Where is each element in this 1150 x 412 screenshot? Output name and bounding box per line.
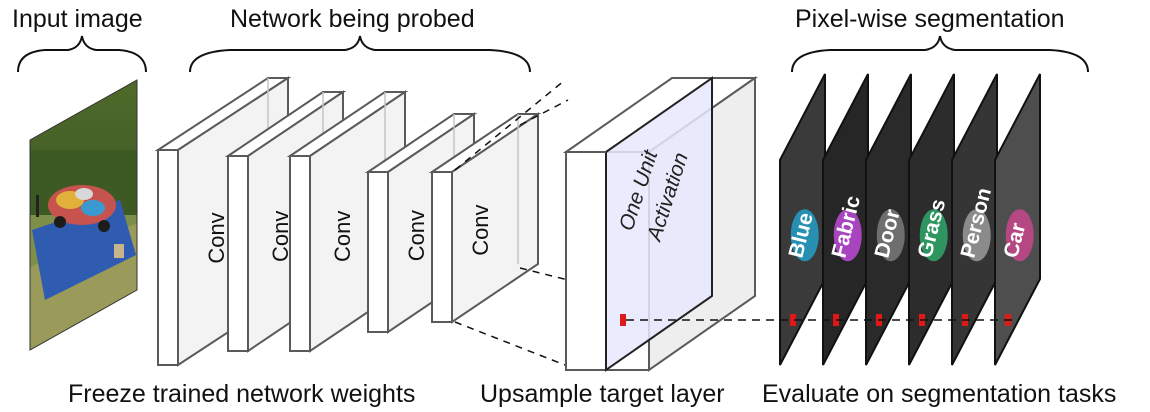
slice-segment-region [1005, 209, 1034, 262]
conv-layer-front [157, 149, 179, 366]
slice-segment-region [962, 209, 991, 262]
header-network: Network being probed [230, 5, 475, 33]
slice-segment-region [833, 209, 862, 262]
conv-layer-label: Conv [404, 210, 429, 261]
conv-layer-3: Conv [286, 90, 409, 353]
conv-layer-label: Conv [330, 211, 355, 262]
segmentation-slice-fabric: Fabric [822, 73, 869, 366]
segmentation-slice-blue: Blue [779, 73, 826, 366]
conv-layers: Conv Conv Conv Conv Conv [154, 76, 542, 367]
input-image [29, 79, 138, 351]
upsampled-activation-box: One Unit Activation [562, 76, 759, 372]
brace-input [17, 35, 147, 73]
header-input-image: Input image [12, 5, 143, 33]
caption-evaluate: Evaluate on segmentation tasks [762, 380, 1116, 408]
caption-freeze: Freeze trained network weights [68, 380, 415, 408]
conv-layer-front [367, 171, 389, 333]
upsample-projection-lines [454, 79, 569, 366]
caption-upsample: Upsample target layer [480, 380, 725, 408]
slice-segment-region [919, 209, 948, 262]
segmentation-slice-person: Person [951, 73, 998, 366]
slice-marker [790, 314, 796, 326]
conv-layer-5: Conv [428, 112, 542, 324]
segmentation-slice-car: Car [994, 73, 1041, 366]
slice-segment-region [876, 209, 905, 262]
conv-layer-front [289, 155, 311, 352]
conv-layer-front [227, 155, 249, 352]
conv-layer-label: Conv [204, 212, 229, 263]
brace-network [189, 35, 531, 73]
segmentation-slice-door: Door [865, 73, 912, 366]
slice-segment-region [790, 209, 819, 262]
conv-layer-label: Conv [268, 211, 293, 262]
segmentation-slice-grass: Grass [908, 73, 955, 366]
conv-layer-front [431, 171, 453, 323]
activation-marker [620, 314, 626, 326]
brace-segmentation [791, 35, 1089, 73]
conv-layer-label: Conv [468, 204, 493, 255]
header-segmentation: Pixel-wise segmentation [795, 5, 1065, 33]
